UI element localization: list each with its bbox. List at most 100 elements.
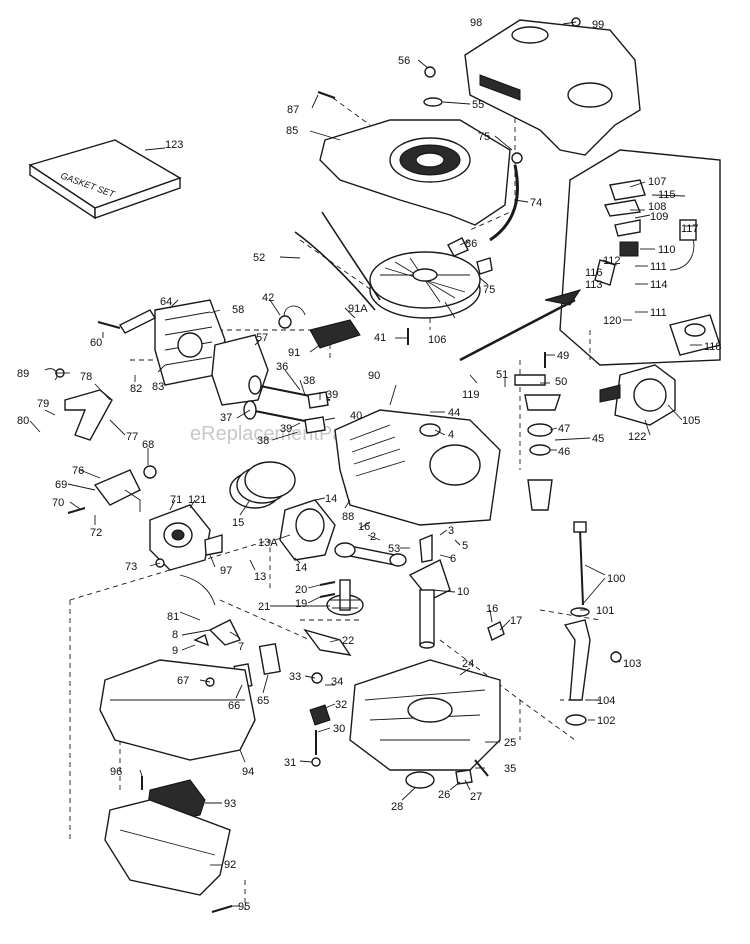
- part-label-31: 31: [284, 757, 296, 769]
- part-label-114: 114: [650, 279, 668, 291]
- part-label-27: 27: [470, 791, 482, 803]
- part-label-89: 89: [17, 368, 29, 380]
- part-label-91: 91: [288, 347, 300, 359]
- head-gasket: [211, 334, 269, 406]
- part-label-20: 20: [295, 584, 307, 596]
- flywheel: [369, 251, 481, 319]
- part-label-112: 112: [603, 255, 621, 267]
- part-label-55: 55: [472, 99, 484, 111]
- part-label-65: 65: [257, 695, 269, 707]
- part-label-13: 13: [254, 571, 266, 583]
- part-label-111a: 111: [650, 261, 667, 273]
- part-label-51: 51: [496, 369, 508, 381]
- part-label-36: 36: [276, 361, 288, 373]
- part-label-81: 81: [167, 611, 179, 623]
- part-label-53: 53: [388, 543, 400, 555]
- part-label-67: 67: [177, 675, 189, 687]
- part-label-119: 119: [462, 389, 480, 401]
- part-label-25: 25: [504, 737, 516, 749]
- part-label-39b: 39: [280, 423, 292, 435]
- part-label-40: 40: [350, 410, 362, 422]
- part-label-57: 57: [256, 332, 268, 344]
- part-label-116: 116: [585, 267, 603, 279]
- part-label-104: 104: [597, 695, 615, 707]
- part-label-16a: 16: [358, 521, 370, 533]
- part-label-3: 3: [448, 525, 454, 537]
- part-label-92: 92: [224, 859, 236, 871]
- part-label-42: 42: [262, 292, 274, 304]
- part-label-97: 97: [220, 565, 232, 577]
- part-label-80: 80: [17, 415, 29, 427]
- part-label-9: 9: [172, 645, 178, 657]
- crankcase-base: [349, 659, 501, 771]
- part-label-10: 10: [457, 586, 469, 598]
- part-label-64: 64: [160, 296, 172, 308]
- part-label-79: 79: [37, 398, 49, 410]
- magneto-detail-inset: [459, 149, 721, 366]
- piston: [279, 499, 336, 561]
- part-label-115: 115: [658, 189, 676, 201]
- part-label-4: 4: [448, 429, 454, 441]
- dipstick: [573, 521, 587, 606]
- part-label-15: 15: [232, 517, 244, 529]
- part-label-13A: 13A: [258, 537, 278, 549]
- valves: [243, 375, 331, 434]
- part-label-82: 82: [130, 383, 142, 395]
- part-label-85: 85: [286, 125, 298, 137]
- part-label-103: 103: [623, 658, 641, 670]
- part-label-24: 24: [462, 658, 474, 670]
- part-label-70: 70: [52, 497, 64, 509]
- fuel-tank: [464, 19, 641, 156]
- part-label-69: 69: [55, 479, 67, 491]
- part-label-41: 41: [374, 332, 386, 344]
- part-label-113: 113: [585, 279, 603, 291]
- cylinder-block: [334, 409, 501, 526]
- part-label-88: 88: [342, 511, 354, 523]
- part-label-102: 102: [597, 715, 615, 727]
- part-label-93: 93: [224, 798, 236, 810]
- part-label-77: 77: [126, 431, 138, 443]
- part-label-35: 35: [504, 763, 516, 775]
- oil-fill-tube: [563, 607, 591, 726]
- part-label-19: 19: [295, 598, 307, 610]
- part-label-56: 56: [398, 55, 410, 67]
- part-label-83: 83: [152, 381, 164, 393]
- part-label-7: 7: [238, 641, 244, 653]
- part-label-75b: 75: [483, 284, 495, 296]
- piston-rings: [229, 461, 296, 509]
- part-label-123: 123: [165, 139, 183, 151]
- part-label-46: 46: [558, 446, 570, 458]
- part-label-94: 94: [242, 766, 254, 778]
- part-label-90: 90: [368, 370, 380, 382]
- part-label-95: 95: [238, 901, 250, 913]
- part-label-110: 110: [658, 244, 676, 256]
- ignition-coil: [278, 305, 361, 349]
- camshaft: [326, 579, 364, 616]
- part-label-21: 21: [258, 601, 270, 613]
- part-label-91A: 91A: [348, 303, 368, 315]
- part-label-72: 72: [90, 527, 102, 539]
- part-label-87: 87: [287, 104, 299, 116]
- part-label-75a: 75: [478, 131, 490, 143]
- part-label-76: 76: [72, 465, 84, 477]
- part-label-34: 34: [331, 676, 343, 688]
- part-label-8: 8: [172, 629, 178, 641]
- part-label-66: 66: [228, 700, 240, 712]
- oil-seal: [405, 771, 435, 789]
- breather-assembly: [514, 374, 561, 511]
- intake-manifold: [93, 469, 141, 506]
- part-label-39a: 39: [326, 389, 338, 401]
- part-label-26: 26: [438, 789, 450, 801]
- part-label-108: 108: [648, 201, 666, 213]
- part-label-118: 118: [704, 341, 722, 353]
- part-label-52: 52: [253, 252, 265, 264]
- part-label-121: 121: [188, 494, 206, 506]
- fasteners: [44, 17, 622, 913]
- part-label-73: 73: [125, 561, 137, 573]
- part-label-99: 99: [592, 19, 604, 31]
- part-label-101: 101: [596, 605, 614, 617]
- part-label-96: 96: [110, 766, 122, 778]
- part-label-44: 44: [448, 407, 460, 419]
